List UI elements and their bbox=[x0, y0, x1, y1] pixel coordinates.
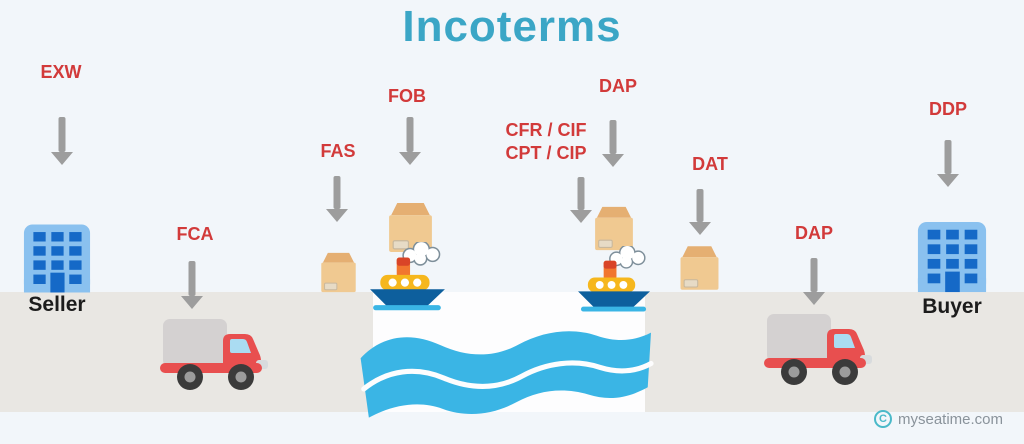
term-label-dap-top: DAP bbox=[598, 76, 638, 96]
term-label-cpt-cip: CPT / CIP bbox=[505, 142, 587, 163]
page-title: Incoterms bbox=[402, 2, 622, 51]
down-arrow-icon bbox=[326, 176, 348, 222]
down-arrow-icon bbox=[181, 261, 203, 309]
term-label-fas: FAS bbox=[320, 141, 356, 161]
copyright-icon: C bbox=[874, 410, 892, 428]
package-box-icon bbox=[590, 206, 638, 251]
delivery-truck-icon bbox=[160, 313, 270, 391]
watermark-text: myseatime.com bbox=[898, 410, 1004, 428]
down-arrow-icon bbox=[689, 189, 711, 235]
buyer-building-icon bbox=[915, 220, 989, 294]
term-label-cfr-cif: CFR / CIF bbox=[505, 120, 587, 140]
seller-building-icon bbox=[23, 220, 91, 297]
down-arrow-icon bbox=[399, 117, 421, 165]
term-label-exw: EXW bbox=[40, 62, 82, 82]
watermark: C myseatime.com bbox=[874, 410, 1003, 428]
cargo-ship-icon bbox=[576, 246, 653, 315]
term-label-cfr-cpt: CFR / CIF CPT / CIP bbox=[505, 119, 586, 165]
package-box-icon bbox=[676, 245, 723, 291]
buyer-label: Buyer bbox=[922, 295, 982, 318]
down-arrow-icon bbox=[937, 140, 959, 187]
down-arrow-icon bbox=[570, 177, 592, 223]
term-label-fob: FOB bbox=[388, 86, 426, 106]
package-box-icon bbox=[317, 252, 360, 293]
term-label-dat: DAT bbox=[692, 154, 728, 174]
down-arrow-icon bbox=[51, 117, 73, 165]
term-label-fca: FCA bbox=[176, 224, 214, 244]
cargo-ship-icon bbox=[368, 242, 448, 314]
term-label-ddp: DDP bbox=[928, 99, 968, 119]
term-label-dap-road: DAP bbox=[794, 223, 834, 243]
delivery-truck-icon bbox=[764, 308, 874, 386]
seller-label: Seller bbox=[28, 293, 86, 316]
water-waves-icon bbox=[354, 307, 658, 425]
down-arrow-icon bbox=[602, 120, 624, 167]
down-arrow-icon bbox=[803, 258, 825, 305]
